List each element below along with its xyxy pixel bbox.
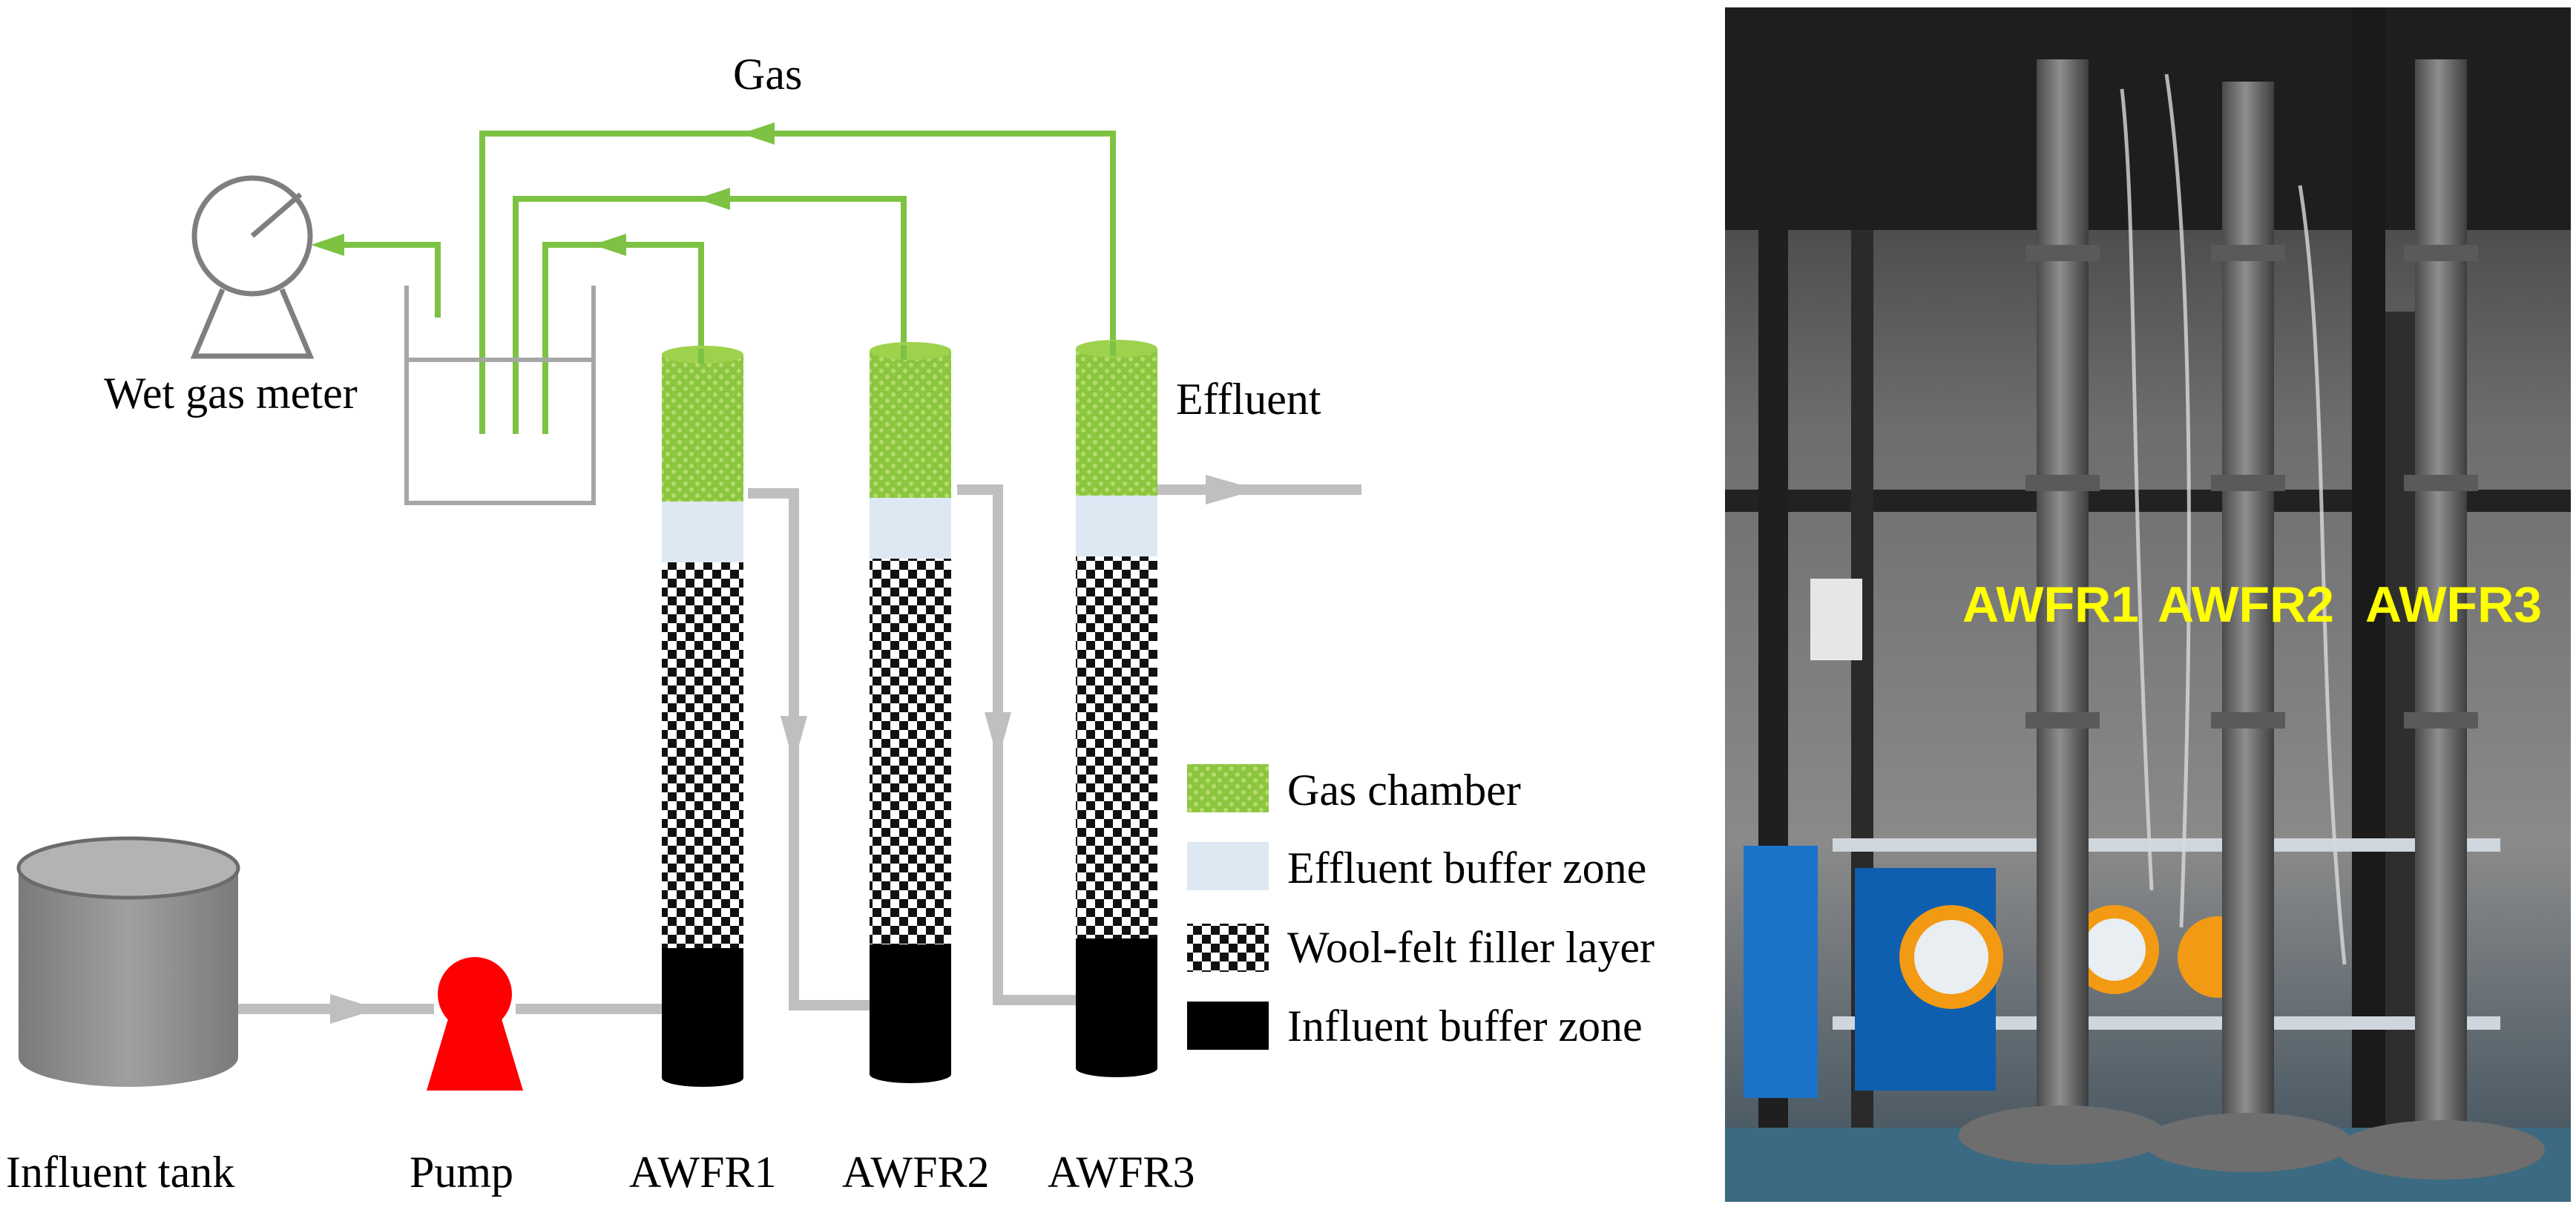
legend-label-effluent-buffer: Effluent buffer zone — [1287, 844, 1646, 892]
photo-label-awfr2: AWFR2 — [2158, 576, 2334, 633]
reactor-awfr2-label: AWFR2 — [842, 1148, 990, 1197]
legend-item-influent-buffer: Influent buffer zone — [1187, 1002, 1643, 1050]
legend-item-gas-chamber: Gas chamber — [1187, 764, 1521, 815]
gas-line-to-meter — [319, 242, 441, 318]
legend-label-influent-buffer: Influent buffer zone — [1287, 1002, 1643, 1050]
reactor-awfr3-label: AWFR3 — [1048, 1148, 1195, 1197]
feed-arrow — [330, 994, 378, 1024]
gas-arrow-2 — [697, 188, 730, 210]
effluent-label: Effluent — [1176, 375, 1321, 424]
wet-gas-meter-label: Wet gas meter — [104, 369, 358, 418]
legend-swatch-wool-felt — [1187, 924, 1269, 972]
photo-columns — [1959, 59, 2545, 1180]
reactor-photo: AWFR1 AWFR2 AWFR3 — [1725, 7, 2571, 1202]
legend-label-wool-felt: Wool-felt filler layer — [1287, 923, 1655, 972]
influent-tank-label: Influent tank — [6, 1148, 234, 1197]
photo-label-awfr1: AWFR1 — [1962, 576, 2139, 633]
legend-item-effluent-buffer: Effluent buffer zone — [1187, 842, 1646, 892]
legend-swatch-influent-buffer — [1187, 1002, 1269, 1050]
pump — [427, 957, 523, 1091]
gas-stubs — [698, 341, 1116, 364]
gas-arrows — [311, 122, 775, 256]
gas-label: Gas — [733, 50, 802, 99]
legend-item-wool-felt: Wool-felt filler layer — [1187, 923, 1655, 972]
reactor-awfr3 — [1076, 340, 1157, 1077]
legend-swatch-gas-chamber — [1187, 764, 1269, 812]
gas-arrow-1 — [741, 122, 775, 145]
photo-label-awfr3: AWFR3 — [2365, 576, 2542, 633]
reactor-awfr1-label: AWFR1 — [629, 1148, 777, 1197]
schematic: Wet gas meter Gas Effluent — [6, 50, 1655, 1197]
legend: Gas chamber Effluent buffer zone Wool-fe… — [1187, 764, 1655, 1050]
legend-swatch-effluent-buffer — [1187, 842, 1269, 890]
reactor-awfr2 — [870, 342, 951, 1083]
overflow-arrows — [781, 475, 1258, 764]
gas-arrow-3 — [593, 234, 626, 256]
water-seal-box — [404, 286, 596, 505]
influent-tank — [16, 836, 240, 1087]
legend-label-gas-chamber: Gas chamber — [1287, 766, 1521, 815]
reactor-awfr1 — [662, 346, 743, 1087]
gas-line-awfr3 — [479, 131, 1116, 434]
overflow-pipes — [748, 484, 1361, 1010]
pump-label: Pump — [410, 1148, 513, 1197]
gas-arrow-meter — [311, 234, 344, 256]
wet-gas-meter — [190, 175, 315, 359]
